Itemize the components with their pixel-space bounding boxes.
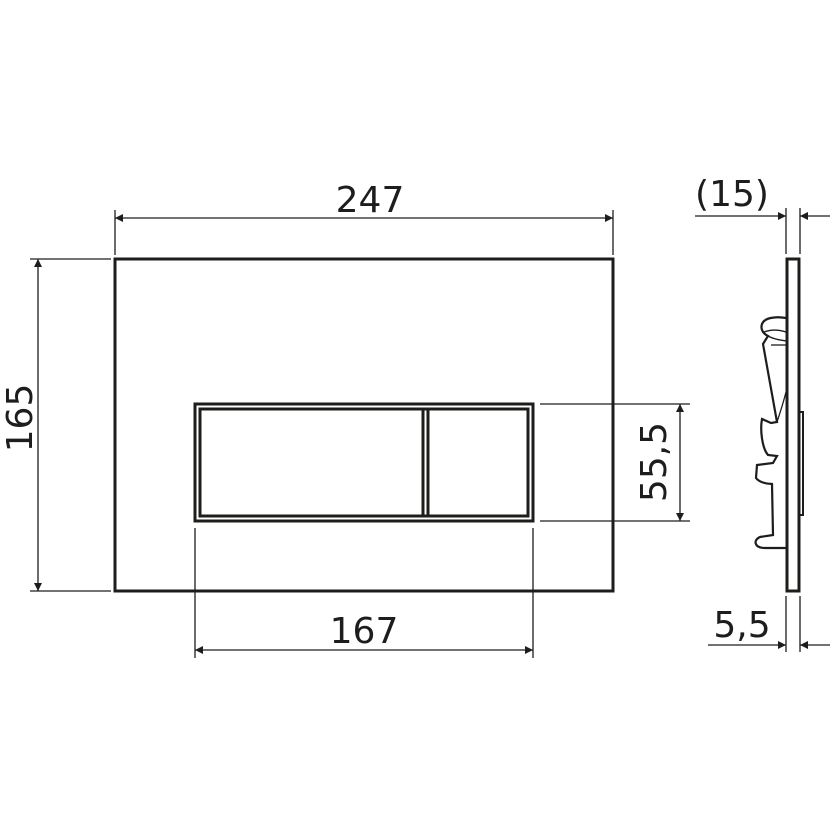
dimension-label-button-width: 167 [330, 611, 399, 652]
dimension-label-thickness: 5,5 [713, 605, 770, 646]
cover-plate-outline [113, 257, 615, 593]
side-plate [785, 257, 801, 593]
front-view [113, 257, 615, 593]
mounting-clip [754, 316, 787, 550]
dimension-thickness: 5,5 [708, 596, 830, 652]
button-frame-inner [198, 407, 530, 518]
dimension-label-width: 247 [336, 180, 405, 221]
dimension-label-depth: (15) [695, 174, 769, 215]
side-button [798, 411, 804, 516]
side-view [754, 257, 804, 593]
dimension-button-height: 55,5 [540, 403, 690, 522]
button-frame-outer [193, 402, 535, 523]
dimension-width: 247 [114, 180, 614, 255]
dimension-button-width: 167 [194, 528, 534, 658]
dimension-height: 165 [0, 258, 111, 592]
dimension-depth: (15) [695, 174, 830, 254]
dimension-label-height: 165 [0, 384, 41, 453]
dimension-label-button-height: 55,5 [634, 422, 675, 502]
